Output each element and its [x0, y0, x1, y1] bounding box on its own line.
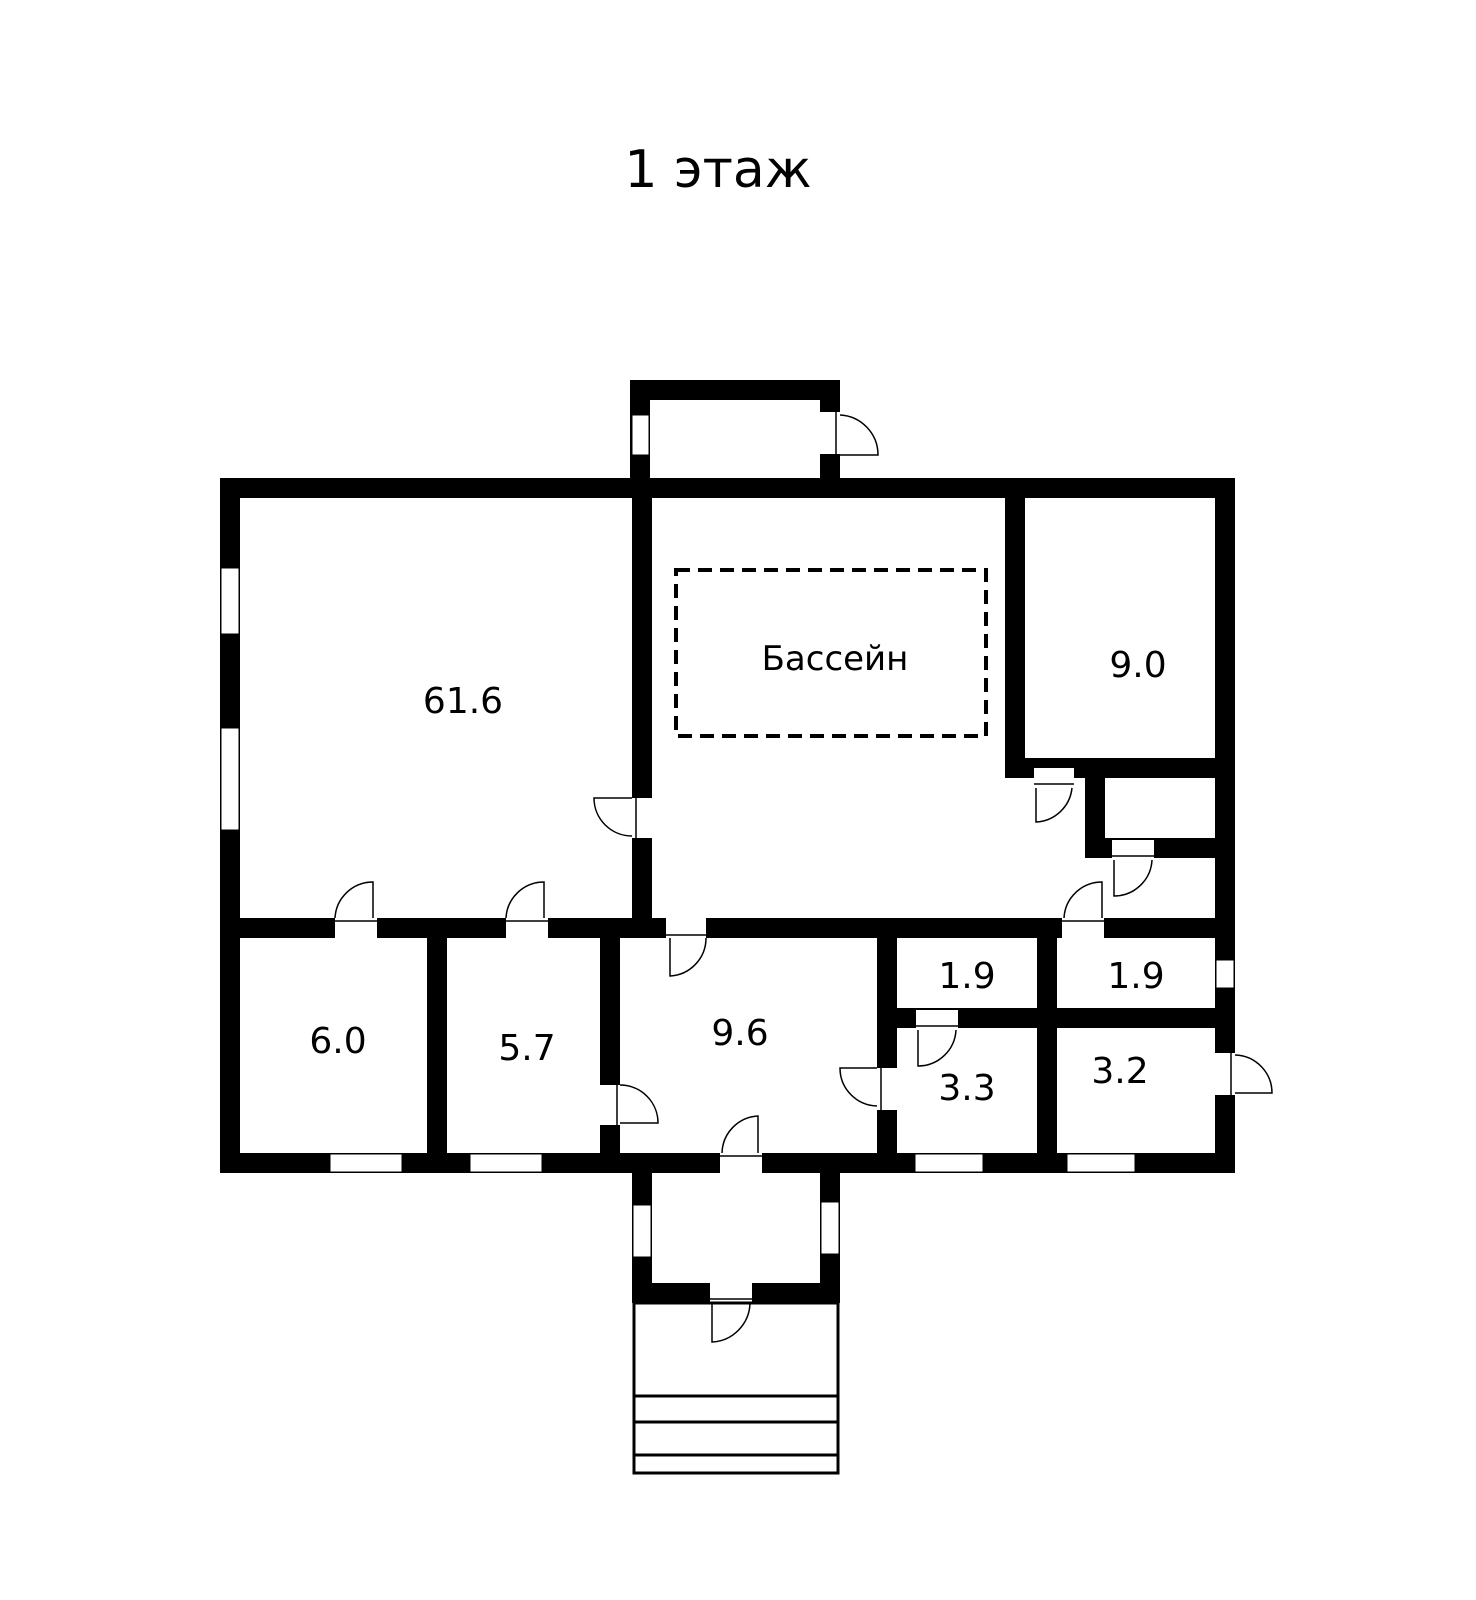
door: [820, 412, 879, 456]
window: [914, 1153, 984, 1173]
door: [916, 1010, 958, 1067]
room-area-label: 9.6: [711, 1013, 768, 1054]
room-area-label: 9.0: [1109, 645, 1166, 686]
window: [329, 1153, 403, 1173]
door: [1112, 840, 1154, 897]
room-area-label: 1.9: [938, 956, 995, 997]
room-area-label: 1.9: [1107, 956, 1164, 997]
window: [1215, 959, 1235, 989]
room-area-label: 6.0: [309, 1021, 366, 1062]
room-area-label: 5.7: [498, 1028, 555, 1069]
porch-stairs: [632, 1301, 840, 1475]
window: [220, 727, 240, 831]
pool-label: Бассейн: [762, 639, 909, 679]
floor-title: 1 этаж: [624, 140, 811, 200]
door: [1215, 1053, 1273, 1095]
room-area-label: 61.6: [423, 681, 503, 722]
room-area-label: 3.2: [1091, 1051, 1148, 1092]
doors: [334, 412, 1273, 1343]
door: [720, 1115, 762, 1173]
window: [820, 1201, 840, 1255]
window: [469, 1153, 543, 1173]
door: [334, 881, 377, 938]
window: [1066, 1153, 1136, 1173]
door: [600, 1084, 659, 1125]
door: [710, 1283, 752, 1343]
pool-outline: [674, 568, 988, 738]
windows: [220, 414, 1235, 1258]
window: [631, 414, 650, 456]
door: [505, 881, 548, 938]
room-area-label: 3.3: [938, 1068, 995, 1109]
door: [1034, 768, 1074, 823]
window: [632, 1204, 652, 1258]
door: [593, 797, 652, 838]
door: [1062, 881, 1104, 938]
window: [220, 567, 240, 635]
door: [666, 918, 707, 977]
door: [839, 1067, 897, 1110]
